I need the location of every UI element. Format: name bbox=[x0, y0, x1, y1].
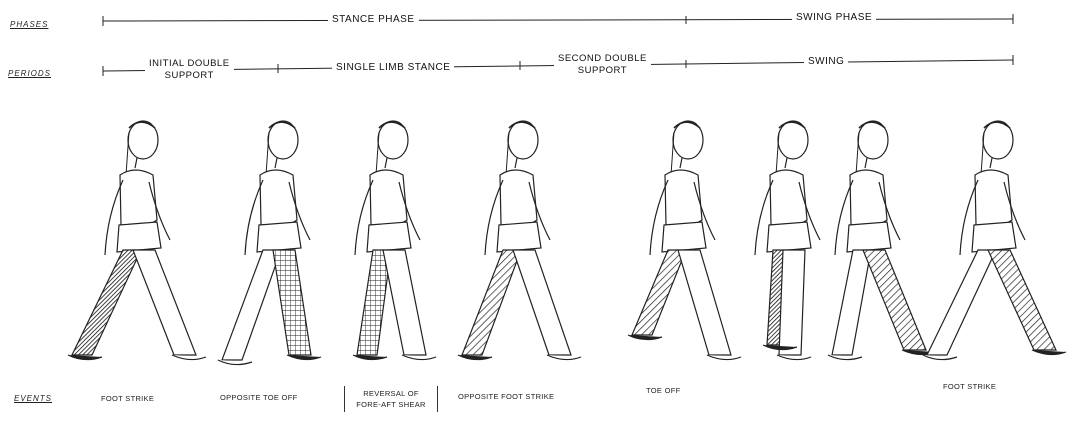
phase-line bbox=[103, 14, 1013, 26]
period-initial-double-support: INITIAL DOUBLE SUPPORT bbox=[145, 58, 234, 82]
walking-figure bbox=[628, 121, 741, 360]
walking-figure bbox=[458, 121, 581, 360]
phase-swing-label: SWING PHASE bbox=[792, 12, 876, 24]
event-opposite-toe-off: OPPOSITE TOE OFF bbox=[220, 393, 297, 402]
period-single-limb-stance: SINGLE LIMB STANCE bbox=[332, 62, 454, 74]
periods-row-label: PERIODS bbox=[8, 69, 51, 78]
period-line-2: SUPPORT bbox=[558, 65, 647, 77]
walking-figure bbox=[218, 121, 321, 365]
phases-row-label: PHASES bbox=[10, 20, 48, 29]
events-row-label: EVENTS bbox=[14, 394, 52, 403]
event-reversal-of-fore-aft-shear: REVERSAL OF FORE-AFT SHEAR bbox=[344, 386, 438, 412]
event-toe-off: TOE OFF bbox=[646, 386, 680, 395]
period-second-double-support: SECOND DOUBLE SUPPORT bbox=[554, 53, 651, 77]
period-line-1: INITIAL DOUBLE bbox=[149, 58, 230, 70]
period-swing: SWING bbox=[804, 56, 848, 68]
walking-figure bbox=[353, 121, 436, 360]
event-opposite-foot-strike: OPPOSITE FOOT STRIKE bbox=[458, 392, 554, 401]
phase-stance-label: STANCE PHASE bbox=[328, 14, 419, 26]
period-line-2: SUPPORT bbox=[149, 70, 230, 82]
walking-figure bbox=[755, 121, 820, 360]
event-foot-strike-2: FOOT STRIKE bbox=[943, 382, 996, 391]
period-line-1: SECOND DOUBLE bbox=[558, 53, 647, 65]
walking-figure bbox=[68, 121, 206, 360]
walking-figure bbox=[828, 121, 936, 360]
walking-figure bbox=[923, 121, 1066, 360]
walking-figures bbox=[68, 121, 1066, 365]
event-foot-strike: FOOT STRIKE bbox=[101, 394, 154, 403]
